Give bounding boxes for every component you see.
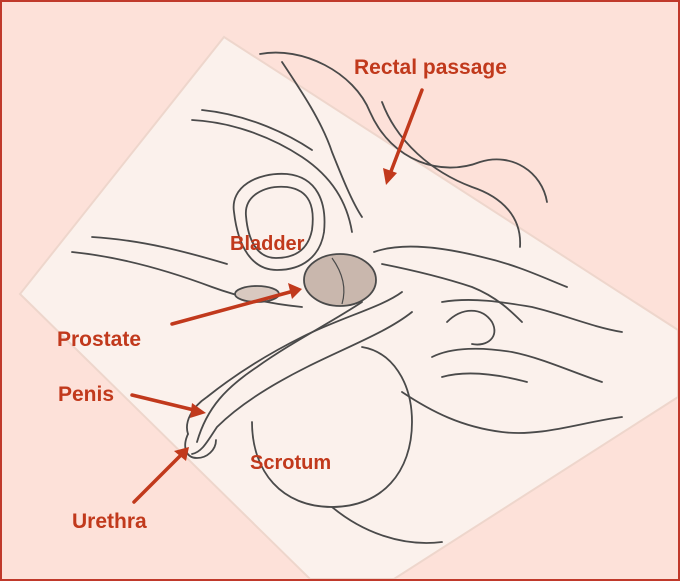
thigh-line	[401, 391, 623, 434]
hand-finger	[373, 245, 568, 288]
label-urethra: Urethra	[72, 510, 147, 533]
label-bladder: Bladder	[230, 233, 305, 255]
thigh-line-2	[331, 506, 443, 544]
label-prostate: Prostate	[57, 328, 142, 351]
urethra-line	[196, 301, 363, 443]
hand-palm	[441, 299, 623, 333]
hand-finger-underside	[381, 263, 523, 323]
label-scrotum: Scrotum	[250, 452, 332, 474]
rectal-outer-wall	[191, 119, 353, 233]
pelvic-line	[71, 251, 303, 308]
hand-knuckles	[446, 309, 496, 346]
scrotum-outline	[251, 346, 413, 508]
rectum-wall	[381, 101, 521, 248]
penis-lower	[191, 311, 413, 455]
hand-thumb	[431, 347, 603, 383]
arrowhead-rectal-passage	[383, 168, 397, 185]
label-penis: Penis	[58, 383, 115, 406]
rectal-outer-wall-2	[201, 109, 313, 151]
rectum-outline	[259, 51, 548, 203]
hand-thumb-2	[441, 372, 528, 383]
illustration-panel	[18, 35, 678, 579]
bladder-outline	[232, 173, 326, 271]
pelvic-line-2	[91, 236, 228, 265]
arrow-rectal-passage	[388, 88, 424, 176]
arrowhead-penis	[190, 403, 206, 418]
arrow-penis	[130, 393, 196, 412]
arrowhead-prostate	[288, 283, 302, 299]
prostate-gland	[303, 253, 377, 307]
penis-tip	[184, 433, 217, 459]
bladder-inner	[245, 185, 314, 259]
arrowhead-urethra	[174, 447, 189, 461]
arrow-urethra	[132, 452, 184, 504]
rectum-inner	[281, 61, 363, 218]
label-rectal-passage: Rectal passage	[354, 56, 507, 79]
prostate-divide	[331, 257, 345, 305]
arrow-prostate	[170, 290, 292, 326]
